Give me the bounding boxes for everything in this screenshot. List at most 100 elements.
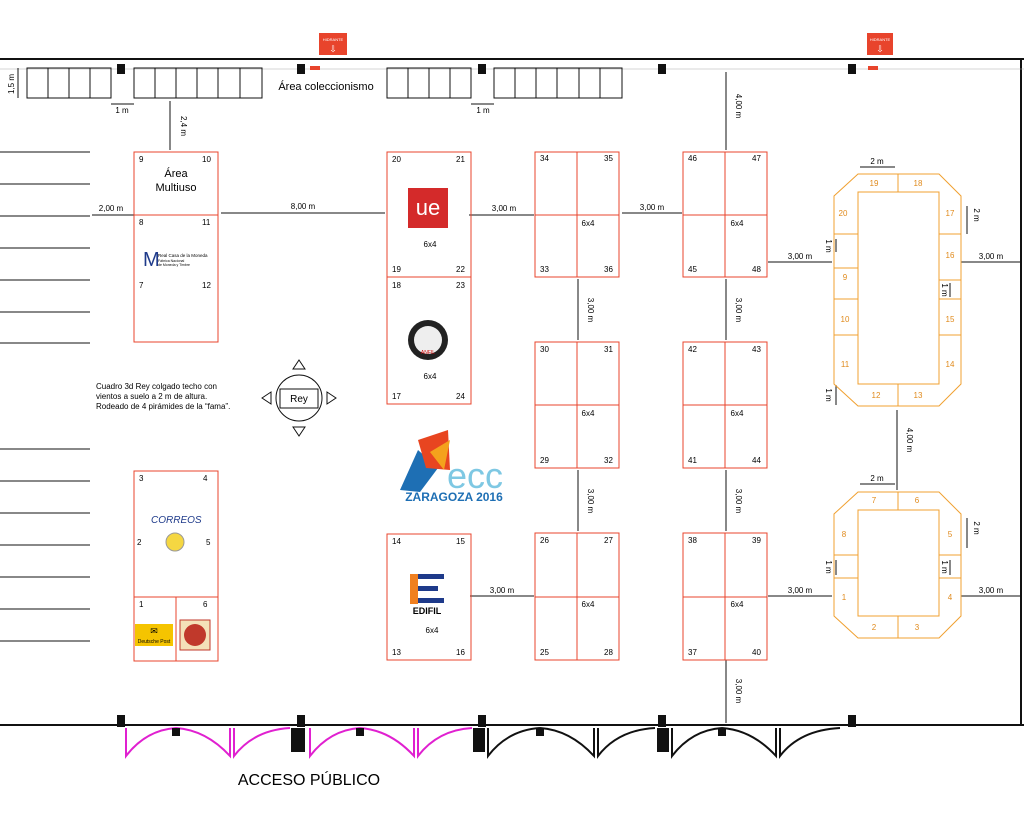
stand-number: 11 <box>202 218 211 227</box>
stand-number: 43 <box>752 345 761 354</box>
stand-number: 9 <box>843 273 848 282</box>
dim-label: 3,00 m <box>640 203 665 212</box>
stand-number: 1 <box>139 600 144 609</box>
size-label: 6x4 <box>424 372 437 381</box>
octagon-cluster-bottom <box>833 491 962 639</box>
dimension-lines <box>17 68 1021 723</box>
stand-number: 8 <box>842 530 847 539</box>
dim-label: 1 m <box>940 560 949 574</box>
dim-label: 2 m <box>870 474 884 483</box>
black-doors <box>487 727 841 759</box>
stand-number: 44 <box>752 456 761 465</box>
note-line: Rodeado de 4 pirámides de la “fama”. <box>96 402 230 411</box>
size-label: 6x4 <box>731 219 744 228</box>
stand-block-f <box>386 533 472 661</box>
dim-label: 3,00 m <box>490 586 515 595</box>
dim-label: 3,00 m <box>586 489 595 514</box>
logo-text: Real Casa de la Moneda <box>158 253 208 258</box>
stand-number: 33 <box>540 265 549 274</box>
stand-number: 42 <box>688 345 697 354</box>
multiuso-label: Área <box>164 167 188 180</box>
stand-number: 16 <box>456 648 465 657</box>
stand-block-a <box>386 151 472 405</box>
dim-label: 4,00 m <box>905 428 914 453</box>
svg-text:⇩: ⇩ <box>329 44 337 54</box>
stand-number: 15 <box>946 315 955 324</box>
stand-number: 6 <box>203 600 208 609</box>
dim-label: 1 m <box>824 560 833 574</box>
dim-label: 3,00 m <box>979 586 1004 595</box>
stand-number: 3 <box>139 474 144 483</box>
svg-text:ue: ue <box>416 195 440 220</box>
dim-label: 3,00 m <box>492 204 517 213</box>
stand-number: 20 <box>392 155 401 164</box>
seal-logo <box>179 619 211 651</box>
correos-logo: CORREOS <box>151 515 202 552</box>
stand-number: 40 <box>752 648 761 657</box>
stand-number: 8 <box>139 218 144 227</box>
stand-number: 28 <box>604 648 613 657</box>
dim-label: 1 m <box>824 239 833 253</box>
dim-label: 2,00 m <box>99 204 124 213</box>
stand-number: 20 <box>839 209 848 218</box>
collection-tables <box>26 67 623 99</box>
logo-text: Fábrica Nacional <box>158 259 184 263</box>
stand-number: 45 <box>688 265 697 274</box>
size-label: 6x4 <box>582 409 595 418</box>
pillars <box>117 64 856 727</box>
svg-text:✉: ✉ <box>150 626 158 636</box>
stand-number: 37 <box>688 648 697 657</box>
svg-text:ANFIL: ANFIL <box>421 350 435 356</box>
dim-label: 3,00 m <box>788 252 813 261</box>
dim-label: 4,00 m <box>734 94 743 119</box>
stand-number: 3 <box>915 623 920 632</box>
stand-number: 2 <box>137 538 142 547</box>
ue-logo: ue <box>408 188 448 228</box>
octagon-top-numbers: 19 18 20 17 9 16 10 15 11 14 12 13 <box>839 179 955 400</box>
magenta-doors <box>125 727 473 759</box>
door-posts <box>172 728 726 752</box>
stand-number: 36 <box>604 265 613 274</box>
size-label: 6x4 <box>731 409 744 418</box>
octagon-bottom-numbers: 7 6 8 5 1 4 2 3 <box>842 496 953 632</box>
stand-number: 32 <box>604 456 613 465</box>
dim-label: 2 m <box>972 521 981 535</box>
stand-number: 21 <box>456 155 465 164</box>
entrance-doors <box>125 727 841 759</box>
stand-number: 41 <box>688 456 697 465</box>
stand-number: 34 <box>540 154 549 163</box>
stand-number: 11 <box>841 360 850 369</box>
stand-number: 24 <box>456 392 465 401</box>
dim-label: 3,00 m <box>734 489 743 514</box>
rey-note: Cuadro 3d Rey colgado techo con vientos … <box>96 382 230 411</box>
wall-markers <box>310 66 878 70</box>
hydrant-sign-1: HIDRANTE ⇩ <box>319 33 347 55</box>
stand-number: 12 <box>202 281 211 290</box>
moneda-logo: M Real Casa de la Moneda Fábrica Naciona… <box>143 249 208 271</box>
svg-text:Deutsche Post: Deutsche Post <box>138 639 171 645</box>
dim-label: 2 m <box>972 208 981 222</box>
stand-number: 47 <box>752 154 761 163</box>
stand-number: 18 <box>392 281 401 290</box>
size-label: 6x4 <box>426 626 439 635</box>
stand-number: 30 <box>540 345 549 354</box>
block-f-numbers: 14 15 13 16 6x4 <box>392 537 465 657</box>
stand-number: 38 <box>688 536 697 545</box>
stand-number: 13 <box>914 391 923 400</box>
dim-label: 2,4 m <box>179 116 188 136</box>
block-a-numbers: 20 21 19 22 18 23 17 24 6x4 6x4 <box>392 155 465 401</box>
multiuso-numbers: 9 10 8 11 7 12 <box>139 155 211 290</box>
stand-number: 5 <box>948 530 953 539</box>
dim-label: 8,00 m <box>291 202 316 211</box>
stand-number: 17 <box>946 209 955 218</box>
dim-label: 1 m <box>115 106 129 115</box>
stand-number: 15 <box>456 537 465 546</box>
octagon-cluster-top <box>833 173 962 407</box>
svg-text:ZARAGOZA 2016: ZARAGOZA 2016 <box>405 490 503 504</box>
stand-number: 29 <box>540 456 549 465</box>
dim-label: 1 m <box>824 388 833 402</box>
stand-number: 31 <box>604 345 613 354</box>
stand-number: 5 <box>206 538 211 547</box>
stand-number: 7 <box>139 281 144 290</box>
